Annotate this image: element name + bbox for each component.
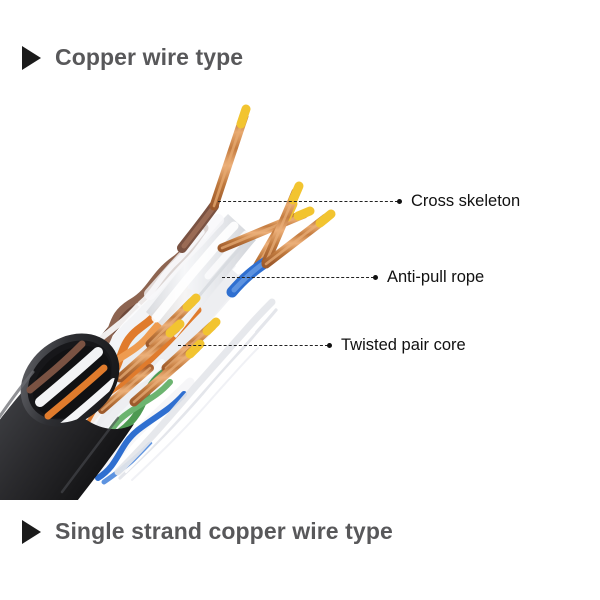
section-heading-label: Single strand copper wire type	[55, 518, 393, 544]
network-cable-cutaway-illustration	[0, 80, 360, 500]
leader-dot	[397, 198, 402, 204]
callout-label: Cross skeleton	[411, 191, 521, 210]
leader-dot	[327, 342, 332, 348]
copper-conductor-lower-c	[115, 319, 185, 383]
callout-cross-skeleton: Cross skeleton	[218, 191, 520, 211]
copper-conductor-lower-a	[145, 293, 201, 349]
callout-anti-pull-rope: Anti-pull rope	[222, 267, 484, 287]
leader-line	[222, 276, 374, 278]
leader-line	[218, 200, 398, 202]
copper-conductor-lower-e	[98, 364, 154, 414]
callout-label: Anti-pull rope	[387, 267, 485, 286]
right-triangle-bullet-icon	[22, 45, 41, 70]
brown-lead-with-copper	[177, 104, 251, 253]
right-triangle-bullet-icon	[22, 519, 41, 544]
section-heading-copper-wire-type: Copper wire type	[22, 44, 243, 71]
anti-pull-rope-group	[114, 298, 278, 481]
leader-dot	[373, 274, 378, 280]
copper-conductor-lower-b	[161, 317, 221, 373]
callout-twisted-pair-core: Twisted pair core	[178, 335, 466, 355]
blue-lead-with-copper	[226, 181, 336, 298]
section-heading-label: Copper wire type	[55, 44, 244, 70]
section-heading-single-strand-copper-wire-type: Single strand copper wire type	[22, 518, 393, 545]
callout-label: Twisted pair core	[341, 335, 466, 354]
copper-conductor-lower-d	[129, 339, 205, 407]
leader-line	[178, 344, 328, 346]
exposed-copper-conductors-group	[98, 104, 336, 414]
